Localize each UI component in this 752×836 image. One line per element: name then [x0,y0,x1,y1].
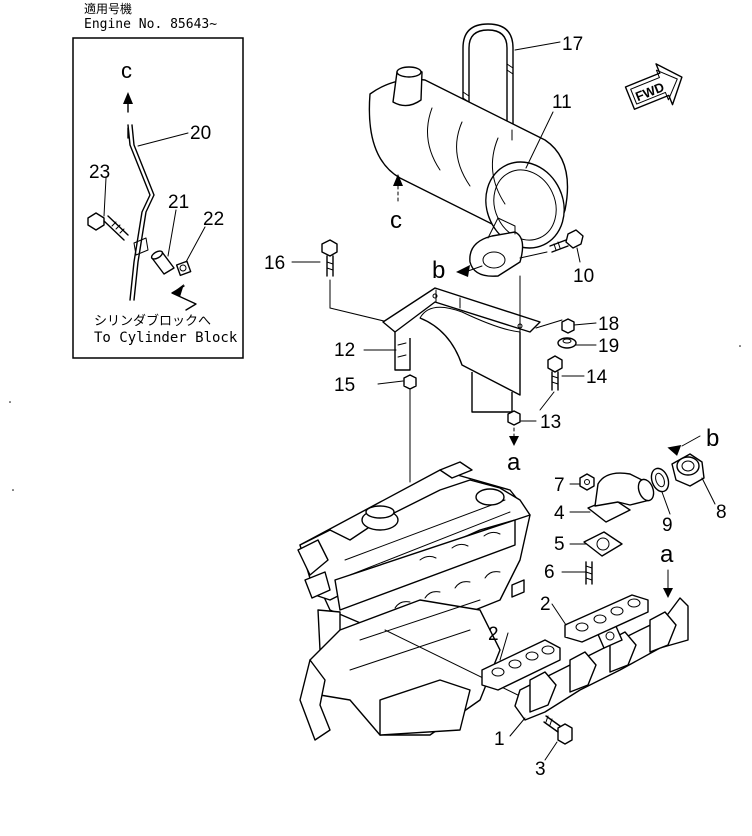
callout-5: 5 [554,534,565,555]
muffler-connector-c: c [390,207,402,234]
callout-20: 20 [190,123,211,144]
bolt-14-icon [547,355,563,391]
callout-13: 13 [540,412,561,433]
bolt-16-icon [321,239,338,277]
washer-19-icon [557,337,577,349]
callout-1: 1 [494,729,505,750]
bolt-3-icon [543,715,573,745]
header-engine-no: Engine No. 85643~ [84,17,217,32]
callout-7: 7 [554,475,565,496]
engine-block-icon [297,461,531,741]
callout-22: 22 [203,209,224,230]
inset-note-en: To Cylinder Block [94,330,238,346]
callout-2a: 2 [540,594,551,615]
muffler-connector-b: b [432,257,445,284]
gasket-9-icon [650,467,670,493]
callout-16: 16 [264,253,285,274]
fwd-arrow-icon: FWD [624,63,683,110]
right-connector-a: a [660,541,674,568]
nut-18-icon [561,318,575,334]
callout-17: 17 [562,34,583,55]
nut-22-icon [175,260,192,277]
callout-12: 12 [334,340,355,361]
nut-13-icon [507,410,521,426]
callout-6: 6 [544,562,555,583]
callout-2b: 2 [488,624,499,645]
bracket-12-icon [382,287,541,413]
sleeve-21-icon [150,250,175,275]
bolt-23-icon [87,212,129,241]
inset-connector-c: c [121,58,132,83]
callout-9: 9 [662,515,673,536]
callout-18: 18 [598,314,619,335]
stud-6-icon [585,561,593,585]
callout-10: 10 [573,266,594,287]
flange-8-icon [671,453,705,487]
callout-8: 8 [716,502,727,523]
header-applicable: 適用号機 [84,1,132,16]
nut-15-icon [403,374,417,390]
nut-7-icon [579,473,595,491]
bracket-connector-a: a [507,449,521,476]
inset-panel: c 20 23 21 22 シリンダブロッ [72,37,244,359]
callout-4: 4 [554,503,565,524]
right-connector-b: b [706,425,719,452]
gasket-2-right-icon [564,594,649,643]
callout-15: 15 [334,375,355,396]
muffler-11-icon [368,66,569,277]
gasket-2-left-icon [481,639,561,691]
elbow-4-icon [587,472,655,523]
callout-19: 19 [598,336,619,357]
bolt-10-icon [549,229,584,253]
callout-23: 23 [89,162,110,183]
gasket-5-icon [583,531,623,557]
callout-14: 14 [586,367,608,388]
callout-11: 11 [552,92,572,113]
callout-3: 3 [535,759,546,780]
callout-21: 21 [168,192,189,213]
inset-note-jp: シリンダブロックへ [94,313,211,329]
